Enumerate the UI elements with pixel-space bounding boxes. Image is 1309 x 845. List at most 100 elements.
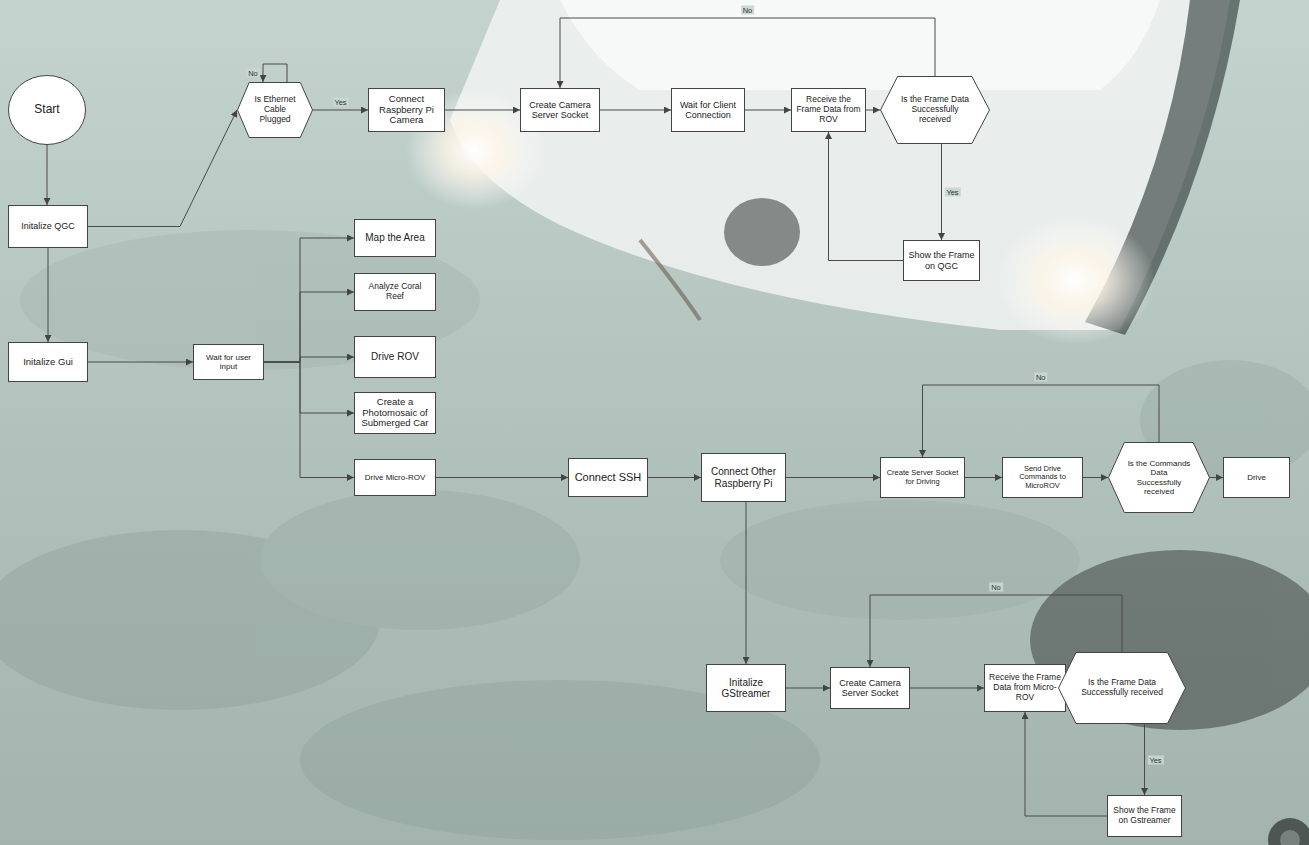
process-box: Drive Micro-ROV [354, 459, 436, 496]
flow-arrow [1083, 477, 1108, 478]
edge-label: No [989, 583, 1003, 592]
process-box: Send Drive Commands to MicroROV [1002, 457, 1083, 498]
decision-hexagon: Is the Frame Data Successfully received [880, 76, 990, 144]
node-text: Initalize QGC [13, 221, 83, 231]
hexagon-shape [881, 77, 990, 144]
flow-arrow [648, 477, 701, 478]
process-box: Receive the Frame Data from ROV [791, 88, 866, 132]
process-box: Drive [1223, 457, 1290, 498]
node-text: Connect SSH [573, 471, 643, 484]
text-group: Initalize QGC [13, 221, 83, 231]
text-group: Create Camera Server Socket [835, 678, 905, 699]
node-text: Show the Frame on Gstreamer [1112, 806, 1177, 826]
text-group: Wait for Client Connection [676, 100, 740, 121]
flow-arrow [560, 18, 935, 88]
process-box: Create Camera Server Socket [520, 88, 600, 132]
process-box: Initalize QGC [8, 205, 88, 248]
flow-arrow [786, 477, 880, 478]
text-group: Show the Frame on Gstreamer [1112, 806, 1177, 826]
node-text: Drive [1228, 473, 1285, 482]
text-group: Receive the Frame Data from Micro-ROV [989, 673, 1061, 702]
flow-arrow [910, 688, 984, 689]
rov-camera-dome [724, 198, 800, 266]
node-text: Map the Area [359, 232, 431, 244]
process-box: Connect SSH [568, 458, 648, 497]
flow-arrow [1144, 724, 1145, 795]
flow-arrow [745, 110, 791, 111]
text-group: Send Drive Commands to MicroROV [1007, 465, 1078, 491]
flow-arrow [829, 132, 904, 261]
text-group: Map the Area [359, 232, 431, 244]
process-box: Receive the Frame Data from Micro-ROV [984, 664, 1066, 712]
flow-arrow [1025, 712, 1107, 816]
micro-rov-body [1268, 818, 1309, 845]
rov-light [995, 215, 1155, 345]
process-box: Create Camera Server Socket [830, 667, 910, 709]
text-group: Receive the Frame Data from ROV [796, 95, 861, 124]
edge-label: No [741, 6, 755, 15]
edge-label: No [246, 69, 260, 78]
process-box: Map the Area [354, 219, 436, 257]
decision-hexagon: Is Ethernet Cable Plugged [237, 82, 313, 138]
node-text: Is the Frame Data Successfully received [901, 95, 970, 124]
flow-arrow [746, 502, 747, 664]
node-text: Wait for Client Connection [676, 100, 740, 121]
flow-arrow [866, 110, 880, 111]
process-box: Wait for Client Connection [671, 88, 745, 132]
text-group: Connect Raspberry Pi Camera [373, 94, 440, 127]
node-text: Initalize Gui [13, 357, 83, 368]
text-group: Start [20, 103, 74, 117]
flow-arrow [264, 357, 354, 362]
node-text: Initalize GStreamer [711, 677, 781, 700]
process-box: Create a Photomosaic of Submerged Car [354, 392, 436, 434]
text-group: Drive Micro-ROV [359, 473, 431, 482]
process-box: Initalize GStreamer [706, 664, 786, 712]
text-group: Create a Photomosaic of Submerged Car [359, 397, 431, 430]
process-box: Drive ROV [354, 336, 436, 378]
flow-arrow [88, 110, 237, 227]
flow-arrow [436, 477, 568, 478]
node-text: Connect Other Raspberry Pi [706, 466, 781, 489]
edge-label: Yes [944, 188, 960, 197]
flow-arrow [264, 238, 354, 362]
text-group: Drive ROV [359, 351, 431, 363]
flow-arrow [786, 688, 830, 689]
rock [1030, 550, 1309, 730]
flow-arrow [47, 145, 48, 205]
terminal-ellipse: Start [8, 75, 86, 145]
process-box: Connect Other Raspberry Pi [701, 453, 786, 502]
process-box: Show the Frame on QGC [903, 240, 980, 281]
text-group: Show the Frame on QGC [908, 250, 975, 271]
process-box: Show the Frame on Gstreamer [1107, 795, 1182, 837]
text-group: Initalize GStreamer [711, 677, 781, 700]
rov-tether [640, 240, 700, 320]
flow-arrow [48, 248, 49, 342]
node-text: Start [20, 103, 74, 117]
flow-arrow [941, 144, 942, 240]
process-box: Connect Raspberry Pi Camera [368, 88, 445, 132]
text-group: Analyze Coral Reef [359, 282, 431, 302]
flow-arrow [965, 477, 1002, 478]
node-text: Send Drive Commands to MicroROV [1007, 465, 1078, 491]
flow-arrow [264, 362, 354, 413]
text-group: Create Camera Server Socket [525, 100, 595, 121]
text-group: Connect SSH [573, 471, 643, 484]
micro-rov-icon [1268, 818, 1309, 845]
node-text: Receive the Frame Data from Micro-ROV [989, 673, 1061, 702]
text-group: Is the Frame Data Successfully received [1079, 678, 1165, 698]
node-text: Is Ethernet Cable Plugged [252, 95, 298, 124]
text-group: Wait for user input [198, 353, 259, 371]
text-group: Is the Frame Data Successfully received [901, 95, 970, 124]
flow-arrow [1210, 477, 1223, 478]
hexagon-shape [1109, 443, 1210, 513]
ellipse-shape [9, 76, 86, 145]
text-group: Drive [1228, 473, 1285, 482]
node-text: Create Camera Server Socket [525, 100, 595, 121]
edge-label: No [1034, 373, 1048, 382]
flow-arrow [600, 110, 671, 111]
node-text: Receive the Frame Data from ROV [796, 95, 861, 124]
process-box: Initalize Gui [8, 342, 88, 382]
flow-arrow [88, 362, 193, 363]
